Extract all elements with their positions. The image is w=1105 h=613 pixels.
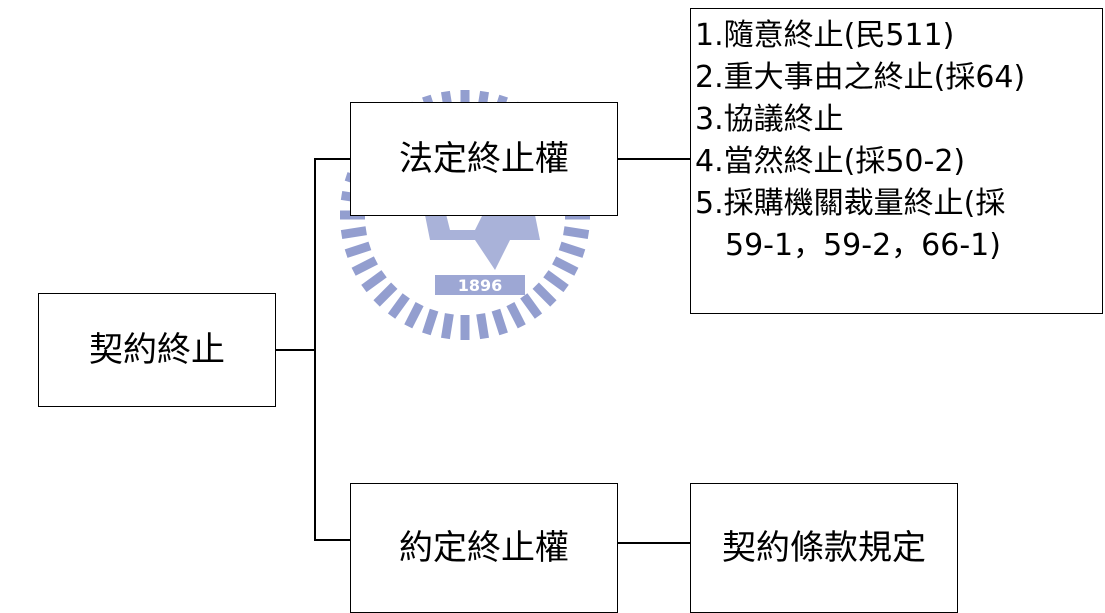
branch-node-contractual: 約定終止權: [350, 483, 618, 613]
seal-tick: [340, 226, 367, 239]
leaf-node-contract-clauses: 契約條款規定: [690, 483, 958, 613]
root-node-contract-termination: 契約終止: [38, 293, 276, 407]
statutory-termination-list: 1.隨意終止(民511) 2.重大事由之終止(採64) 3.協議終止 4.當然終…: [690, 8, 1103, 314]
connector-trunk-to-contractual: [314, 539, 350, 541]
connector-statutory-to-list: [617, 158, 691, 160]
seal-tick: [532, 282, 557, 307]
branch-node-label: 法定終止權: [399, 138, 569, 179]
seal-tick: [476, 313, 489, 340]
seal-tick: [344, 241, 372, 258]
seal-tick: [491, 308, 508, 336]
seal-tick: [558, 241, 586, 258]
connector-contractual-to-leaf: [617, 542, 691, 544]
branch-node-label: 約定終止權: [399, 527, 569, 568]
list-item: 5.採購機關裁量終止(採: [695, 186, 1006, 221]
seal-tick: [520, 293, 543, 319]
leaf-node-label: 契約條款規定: [722, 527, 926, 568]
connector-root-to-trunk: [276, 349, 315, 351]
list-item: 3.協議終止: [695, 102, 844, 137]
seal-tick: [552, 256, 579, 276]
seal-tick: [373, 282, 398, 307]
seal-tick: [422, 308, 439, 336]
seal-tick: [351, 256, 378, 276]
seal-tick: [441, 313, 454, 340]
root-node-label: 契約終止: [89, 329, 225, 370]
list-item: 1.隨意終止(民511): [695, 18, 955, 53]
watermark-year: 1896: [458, 276, 503, 295]
list-item: 4.當然終止(採50-2): [695, 144, 966, 179]
seal-tick: [361, 270, 387, 293]
connector-trunk-to-statutory: [314, 158, 350, 160]
seal-tick: [506, 302, 526, 329]
list-item: 2.重大事由之終止(採64): [695, 60, 1026, 95]
trunk-vertical: [314, 158, 316, 541]
seal-tick: [404, 302, 424, 329]
seal-tick: [563, 226, 590, 239]
branch-node-statutory: 法定終止權: [350, 102, 618, 216]
seal-tick: [387, 293, 410, 319]
list-item: 59-1，59-2，66-1): [725, 228, 1001, 263]
seal-tick: [543, 270, 569, 293]
